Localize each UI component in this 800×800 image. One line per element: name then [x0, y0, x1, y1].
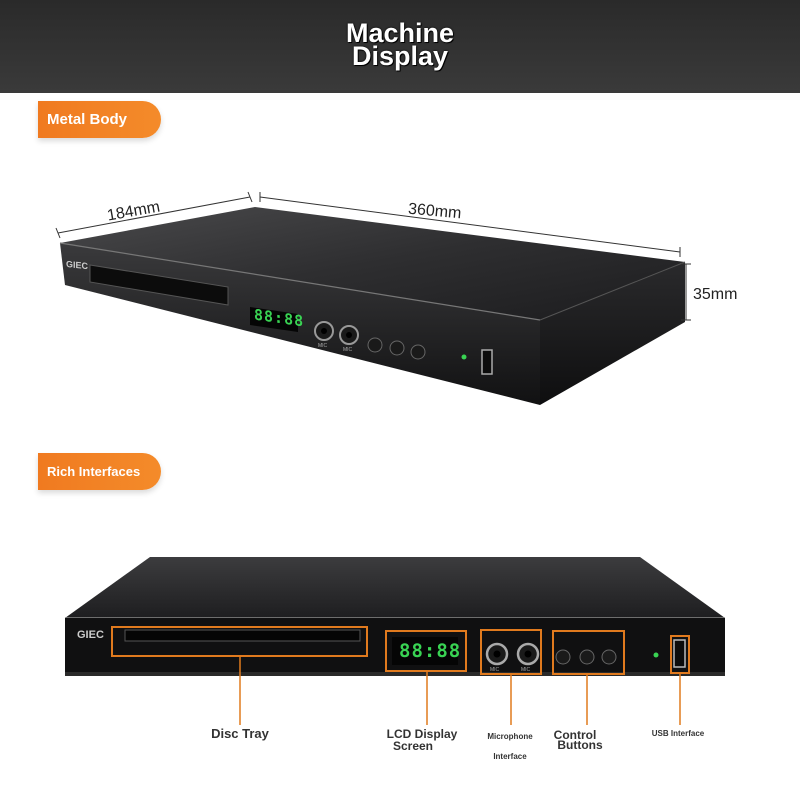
lcd-display-digits: 88:88 — [399, 640, 462, 662]
usb-port — [481, 349, 493, 375]
device-front-view — [65, 557, 725, 676]
section-tag-metal-body: Metal Body — [38, 101, 161, 138]
control-button-2 — [579, 649, 595, 665]
led-display-screen — [250, 307, 298, 332]
disc-slot — [89, 264, 229, 306]
mic-label-1: MIC — [318, 343, 328, 349]
mic-label-front-1: MIC — [490, 667, 500, 673]
dimension-lines — [55, 191, 691, 321]
callout-lcd: LCD Display Screen — [372, 728, 472, 752]
control-button-3 — [601, 649, 617, 665]
device2-top-surface — [65, 557, 725, 618]
brand-logo-front: GIEC — [77, 629, 104, 641]
mic-label-2: MIC — [343, 347, 353, 353]
power-led — [461, 354, 467, 360]
callout-usb: USB Interface — [651, 729, 705, 738]
page-title: Machine Display — [0, 18, 800, 71]
disc-tray-slot — [124, 629, 361, 642]
callout-disc-tray: Disc Tray — [211, 726, 269, 741]
callout-microphone: Microphone Interface — [475, 727, 545, 767]
callout-ctrl-line2: Buttons — [557, 738, 603, 752]
title-line-2: Display — [351, 41, 449, 71]
callout-control-buttons: Control Buttons — [540, 729, 620, 752]
button-1 — [367, 337, 383, 353]
mic-label-front-2: MIC — [521, 667, 531, 673]
callout-mic-line1: Microphone — [487, 732, 533, 741]
title-line-1: Machine — [345, 18, 455, 48]
control-button-1 — [555, 649, 571, 665]
callout-mic-line2: Interface — [493, 752, 527, 761]
dimension-height: 35mm — [693, 286, 738, 303]
device-side-face — [540, 262, 685, 405]
callout-leaders — [239, 656, 681, 725]
lcd-screen — [392, 637, 458, 665]
header-banner: Machine Display — [0, 0, 800, 93]
device-top-surface — [60, 207, 685, 320]
callout-lcd-line1: LCD Display — [386, 727, 458, 741]
callout-lcd-line2: Screen — [392, 739, 434, 753]
section-tag-rich-interfaces: Rich Interfaces — [38, 453, 161, 490]
button-3 — [410, 344, 426, 360]
power-led-front — [653, 652, 659, 658]
usb-port-front — [673, 639, 686, 668]
callout-ctrl-line1: Control — [553, 728, 597, 742]
button-2 — [389, 340, 405, 356]
device-perspective — [59, 207, 686, 405]
